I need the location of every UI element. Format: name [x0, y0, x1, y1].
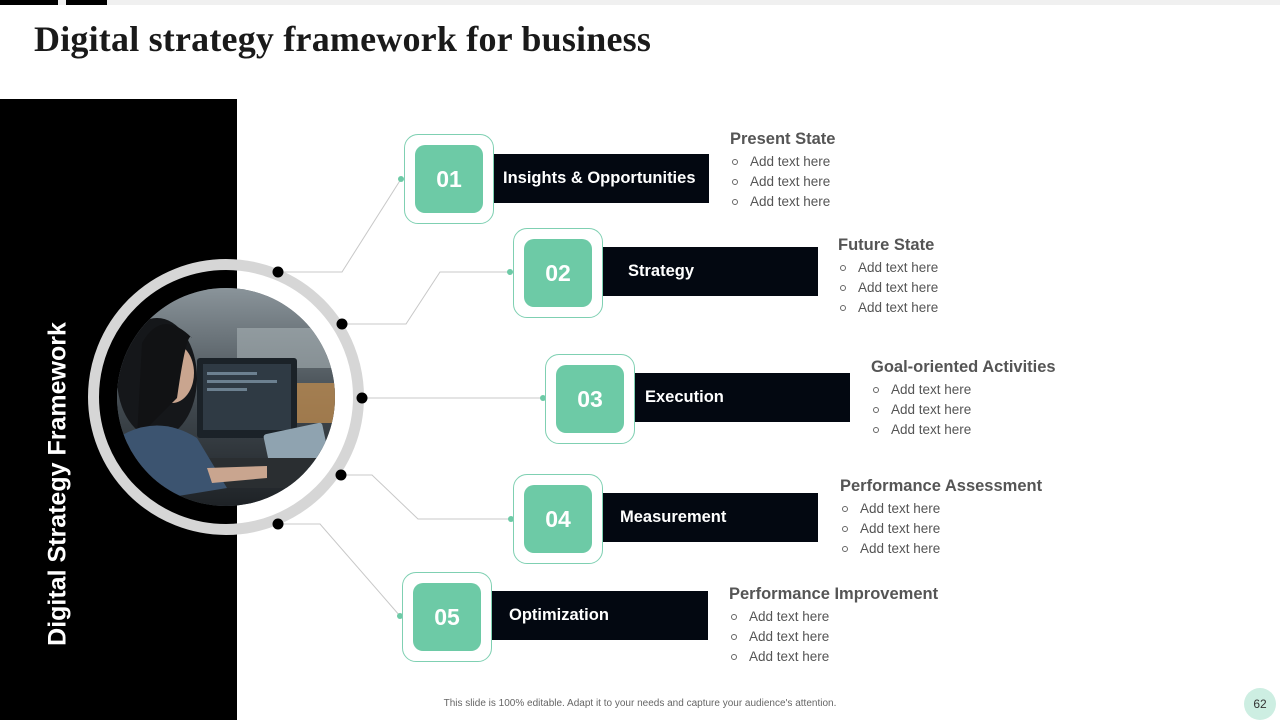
- top-strip-segment: [0, 0, 58, 5]
- step-detail: Goal-oriented Activities Add text here A…: [871, 358, 1056, 440]
- bullet-item: Add text here: [840, 499, 1042, 519]
- bullet-item: Add text here: [730, 192, 835, 212]
- footer-text: This slide is 100% editable. Adapt it to…: [443, 698, 837, 709]
- connector-line: [278, 178, 402, 273]
- step-number: 05: [413, 583, 481, 651]
- step-label: Measurement: [620, 508, 727, 526]
- bullet-item: Add text here: [840, 539, 1042, 559]
- step-label-bar: Insights & Opportunities: [494, 154, 709, 203]
- bullet-circle-icon: [731, 614, 737, 620]
- connector-end-dot: [508, 516, 514, 522]
- bullet-circle-icon: [731, 634, 737, 640]
- top-strip-segment: [66, 0, 107, 5]
- bullet-item: Add text here: [871, 400, 1056, 420]
- connector-end-dot: [540, 395, 546, 401]
- step-number: 02: [524, 239, 592, 307]
- bullet-item: Add text here: [838, 278, 938, 298]
- bullet-circle-icon: [840, 305, 846, 311]
- bullet-circle-icon: [731, 654, 737, 660]
- bullet-circle-icon: [842, 506, 848, 512]
- bullet-circle-icon: [840, 285, 846, 291]
- bullet-list: Add text here Add text here Add text her…: [730, 152, 835, 212]
- step-label: Strategy: [628, 262, 695, 280]
- step-detail-heading: Performance Improvement: [729, 585, 939, 603]
- ring-dot: [272, 518, 284, 530]
- step-detail: Future State Add text here Add text here…: [838, 236, 938, 318]
- ring-dot: [335, 469, 347, 481]
- step-label-bar: Execution: [635, 373, 850, 422]
- bullet-circle-icon: [732, 159, 738, 165]
- office-worker-photo: [117, 288, 335, 506]
- connector-line: [341, 474, 511, 520]
- connector-end-dot: [398, 176, 404, 182]
- bullet-circle-icon: [873, 387, 879, 393]
- slide-title: Digital strategy framework for business: [34, 19, 652, 59]
- connector-line: [278, 523, 401, 617]
- bullet-circle-icon: [840, 265, 846, 271]
- ring-dot: [356, 392, 368, 404]
- step-detail-heading: Performance Assessment: [840, 477, 1043, 495]
- bullet-circle-icon: [842, 546, 848, 552]
- bullet-circle-icon: [873, 427, 879, 433]
- step-label-bar: Measurement: [603, 493, 818, 542]
- bullet-circle-icon: [873, 407, 879, 413]
- ring-dot: [272, 266, 284, 278]
- bullet-list: Add text here Add text here Add text her…: [729, 607, 938, 667]
- footer-note: This slide is 100% editable. Adapt it to…: [0, 698, 1280, 709]
- bullet-item: Add text here: [838, 298, 938, 318]
- bullet-item: Add text here: [871, 420, 1056, 440]
- step-number-frame: 02: [513, 228, 603, 318]
- bullet-item: Add text here: [730, 152, 835, 172]
- bullet-item: Add text here: [729, 647, 938, 667]
- step-number: 03: [556, 365, 624, 433]
- step-label: Execution: [645, 388, 724, 406]
- step-label-bar: Optimization: [492, 591, 708, 640]
- bullet-circle-icon: [842, 526, 848, 532]
- step-detail-heading: Present State: [730, 130, 836, 148]
- bullet-item: Add text here: [838, 258, 938, 278]
- bullet-list: Add text here Add text here Add text her…: [871, 380, 1056, 440]
- top-strip: [0, 0, 1280, 5]
- step-label-bar: Strategy: [603, 247, 818, 296]
- bullet-item: Add text here: [729, 607, 938, 627]
- step-number-frame: 03: [545, 354, 635, 444]
- step-detail-heading: Future State: [838, 236, 935, 254]
- step-number-frame: 01: [404, 134, 494, 224]
- step-number-frame: 05: [402, 572, 492, 662]
- step-label: Insights & Opportunities: [503, 169, 696, 187]
- step-number: 01: [415, 145, 483, 213]
- bullet-item: Add text here: [730, 172, 835, 192]
- step-detail-heading: Goal-oriented Activities: [871, 358, 1056, 376]
- step-detail: Present State Add text here Add text her…: [730, 130, 835, 212]
- ring-dot: [336, 318, 348, 330]
- bullet-item: Add text here: [729, 627, 938, 647]
- step-detail: Performance Improvement Add text here Ad…: [729, 585, 938, 667]
- step-detail: Performance Assessment Add text here Add…: [840, 477, 1042, 559]
- bullet-item: Add text here: [840, 519, 1042, 539]
- bullet-item: Add text here: [871, 380, 1056, 400]
- step-number-frame: 04: [513, 474, 603, 564]
- bullet-circle-icon: [732, 179, 738, 185]
- bullet-list: Add text here Add text here Add text her…: [840, 499, 1042, 559]
- page-number-badge: 62: [1244, 688, 1276, 720]
- step-label: Optimization: [509, 606, 609, 624]
- connector-end-dot: [397, 613, 403, 619]
- bullet-list: Add text here Add text here Add text her…: [838, 258, 938, 318]
- bullet-circle-icon: [732, 199, 738, 205]
- connector-end-dot: [507, 269, 513, 275]
- step-number: 04: [524, 485, 592, 553]
- connector-line: [342, 271, 510, 325]
